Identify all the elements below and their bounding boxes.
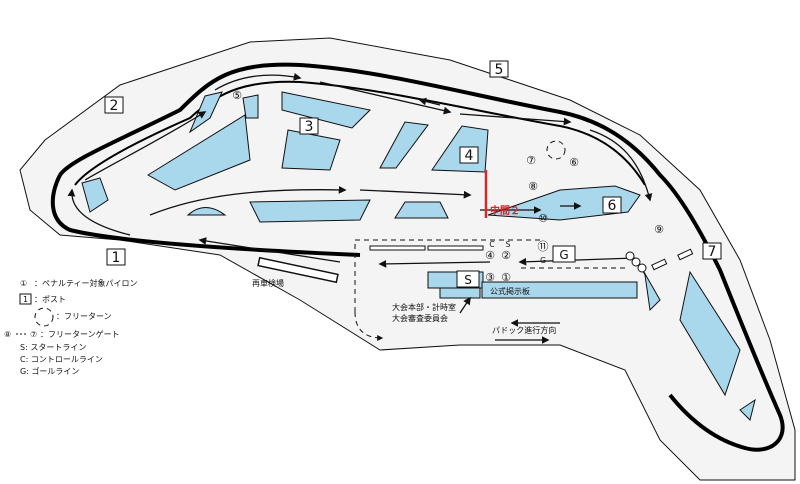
goal-line-marker: G bbox=[552, 245, 576, 263]
pylon-1: ① bbox=[501, 271, 511, 284]
svg-text:3: 3 bbox=[305, 119, 314, 135]
infield-pool bbox=[281, 91, 372, 129]
legend-control-text: C: コントロールライン bbox=[20, 355, 103, 364]
pylon-3: ③ bbox=[485, 271, 495, 284]
post-5: 5 bbox=[489, 60, 509, 78]
pylon-6: ⑥ bbox=[569, 156, 579, 169]
barrier bbox=[651, 258, 668, 271]
pit-strip bbox=[369, 245, 426, 251]
legend-goal-text: G: ゴールライン bbox=[20, 366, 79, 376]
legend-gate-to: ⑦ bbox=[30, 330, 37, 339]
route bbox=[214, 72, 302, 91]
infield-pool bbox=[379, 121, 429, 169]
post-2: 2 bbox=[104, 96, 124, 114]
official-board-area bbox=[481, 281, 638, 299]
post-6: 6 bbox=[602, 196, 622, 214]
outer-ground bbox=[19, 37, 796, 481]
hq-pointer bbox=[459, 296, 471, 314]
svg-text:6: 6 bbox=[608, 198, 617, 214]
legend: ① ：ペナルティー対象パイロン 1 ：ポスト ：フリーターン ⑧ ⑦ ：フリータ… bbox=[4, 278, 138, 376]
checkpoint-label: 中間２ bbox=[490, 204, 520, 217]
legend-free-turn-text: ：フリーターン bbox=[56, 312, 112, 321]
reinspection-label: 再車検場 bbox=[252, 278, 284, 288]
pylon-10: ⑩ bbox=[538, 212, 548, 225]
legend-start-text: S: スタートライン bbox=[20, 343, 86, 352]
post-1: 1 bbox=[106, 248, 126, 266]
svg-text:4: 4 bbox=[465, 148, 474, 164]
route bbox=[149, 185, 347, 216]
free-turn-circle bbox=[546, 140, 566, 160]
start-line-marker: S bbox=[456, 270, 480, 288]
infield-pool bbox=[487, 185, 641, 221]
infield-pool bbox=[81, 177, 109, 213]
infield-pool bbox=[249, 199, 371, 223]
legend-post-marker: 1 bbox=[23, 295, 28, 304]
free-turn-legend-circle bbox=[34, 307, 54, 327]
pylon-7: ⑦ bbox=[526, 154, 536, 167]
hq-label-line1: 大会本部・計時室 bbox=[392, 302, 456, 312]
svg-text:S: S bbox=[464, 273, 472, 287]
route bbox=[418, 97, 441, 106]
hq-building-s bbox=[439, 287, 481, 299]
official-board-label: 公式掲示板 bbox=[490, 286, 530, 296]
svg-text:7: 7 bbox=[708, 244, 717, 260]
barrier bbox=[677, 248, 694, 261]
infield-pool bbox=[739, 398, 756, 421]
post-7: 7 bbox=[702, 242, 722, 260]
track-outer-edge bbox=[58, 62, 785, 452]
legend-pylon-marker: ① bbox=[20, 279, 27, 288]
infield-pool bbox=[281, 129, 341, 171]
svg-text:2: 2 bbox=[110, 98, 119, 114]
post-4: 4 bbox=[459, 146, 479, 164]
infield-pool bbox=[394, 201, 449, 219]
pylon-8: ⑧ bbox=[528, 180, 538, 193]
paddock-direction-label: パドック進行方向 bbox=[492, 325, 556, 335]
pylon-2: ② bbox=[501, 249, 511, 262]
pylon-11: ⑪ bbox=[538, 240, 549, 253]
route bbox=[319, 81, 452, 115]
pylon-4: ④ bbox=[485, 249, 495, 262]
hq-label-line2: 大会審査委員会 bbox=[392, 313, 448, 323]
pylon-5: ⑤ bbox=[232, 89, 242, 102]
post-3: 3 bbox=[299, 117, 319, 135]
infield-pool bbox=[186, 207, 227, 216]
route bbox=[459, 113, 572, 126]
pit-strip bbox=[427, 245, 484, 251]
svg-text:G: G bbox=[559, 248, 568, 262]
paddock-route bbox=[354, 239, 540, 312]
route bbox=[84, 111, 207, 181]
infield-pool bbox=[679, 270, 741, 397]
paddock-route bbox=[354, 311, 384, 341]
infield-pool bbox=[242, 94, 259, 119]
legend-gate-from: ⑧ bbox=[4, 330, 11, 339]
route bbox=[589, 129, 653, 202]
pylon-marker bbox=[625, 251, 635, 261]
legend-gate-text: ：フリーターンゲート bbox=[40, 329, 120, 339]
infield-pool bbox=[147, 114, 251, 191]
route bbox=[378, 259, 491, 268]
track-inner-edge bbox=[74, 80, 646, 186]
legend-pylon-text: ：ペナルティー対象パイロン bbox=[34, 278, 138, 288]
pylon-9: ⑨ bbox=[654, 223, 664, 236]
svg-text:1: 1 bbox=[112, 250, 121, 266]
legend-post-text: ：ポスト bbox=[34, 295, 66, 304]
svg-text:5: 5 bbox=[495, 62, 504, 78]
control-line-label: C bbox=[489, 240, 494, 249]
route bbox=[518, 257, 636, 266]
start-line-label: S bbox=[506, 240, 511, 249]
route-main-straight bbox=[198, 237, 341, 263]
goal-line-label: G bbox=[540, 256, 546, 265]
route bbox=[359, 189, 472, 199]
pylon-marker bbox=[631, 257, 641, 267]
pylon-marker bbox=[637, 263, 647, 273]
reinspection-area bbox=[257, 256, 339, 284]
route bbox=[67, 188, 131, 236]
